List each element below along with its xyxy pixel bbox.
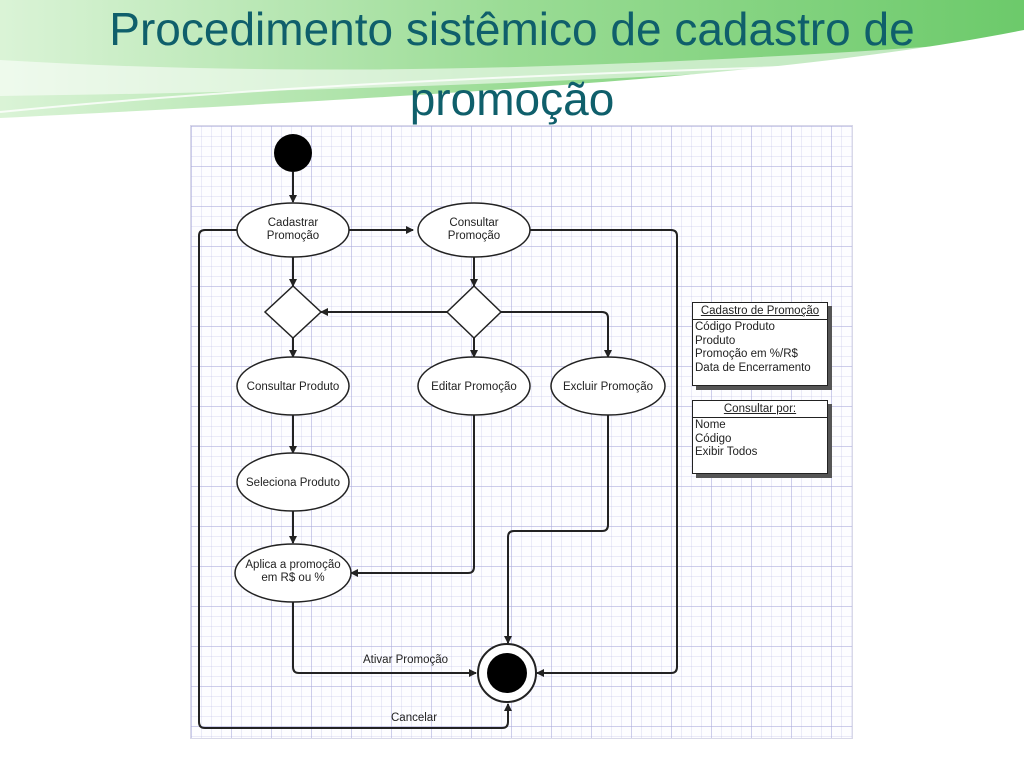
label-consultar-produto: Consultar Produto xyxy=(246,381,340,393)
table-row: Data de Encerramento xyxy=(695,361,811,374)
edge-label-cancelar: Cancelar xyxy=(391,712,438,724)
node-cadastrar xyxy=(236,202,350,258)
edge-excluir-end xyxy=(504,415,609,644)
table-row: Código xyxy=(695,432,732,445)
table-cadastro-promocao: Cadastro de Promoção Código Produto Prod… xyxy=(692,302,828,386)
table-consultar-rows: Nome Código Exibir Todos xyxy=(693,418,827,461)
table-row: Nome xyxy=(695,419,726,431)
label-consultar-promocao: Consultar Promoção xyxy=(447,217,501,242)
end-node-core xyxy=(487,653,527,693)
node-seleciona xyxy=(236,452,350,512)
slide-title: Procedimento sistêmico de cadastro de pr… xyxy=(109,3,915,125)
table-row: Promoção em %/R$ xyxy=(695,348,798,360)
table-consultar-por: Consultar por: Nome Código Exibir Todos xyxy=(692,400,828,474)
decision-2 xyxy=(445,284,503,340)
node-consultar-produto xyxy=(236,356,350,416)
table-cadastro-title: Cadastro de Promoção xyxy=(693,303,827,320)
slide-banner-background xyxy=(0,0,1024,118)
table-consultar-title: Consultar por: xyxy=(693,401,827,418)
node-excluir xyxy=(550,356,666,416)
node-consultar-promocao xyxy=(417,202,531,258)
edge-label-ativar: Ativar Promoção xyxy=(363,654,449,666)
edge-decision2-excluir xyxy=(501,311,612,358)
label-aplica: Aplica a promoção em R$ ou % xyxy=(245,559,341,584)
node-editar xyxy=(417,356,531,416)
edge-consultar-end-loop xyxy=(530,229,678,677)
table-row: Produto xyxy=(695,334,736,347)
label-cadastrar: Cadastrar Promoção xyxy=(266,217,320,242)
table-row: Código Produto xyxy=(695,321,775,333)
edge-cadastrar-end-cancel xyxy=(198,229,512,729)
table-row: Exibir Todos xyxy=(695,446,758,458)
diagram-drawing xyxy=(198,134,678,729)
edge-aplica-end xyxy=(292,599,477,677)
label-editar: Editar Promoção xyxy=(431,381,517,393)
label-excluir: Excluir Promoção xyxy=(562,381,654,393)
start-node xyxy=(274,134,312,172)
table-cadastro-rows: Código Produto Produto Promoção em %/R$ … xyxy=(693,320,827,376)
label-seleciona: Seleciona Produto xyxy=(246,477,340,489)
edge-editar-aplica xyxy=(350,415,475,577)
decision-1 xyxy=(263,284,323,340)
node-aplica xyxy=(234,543,352,603)
